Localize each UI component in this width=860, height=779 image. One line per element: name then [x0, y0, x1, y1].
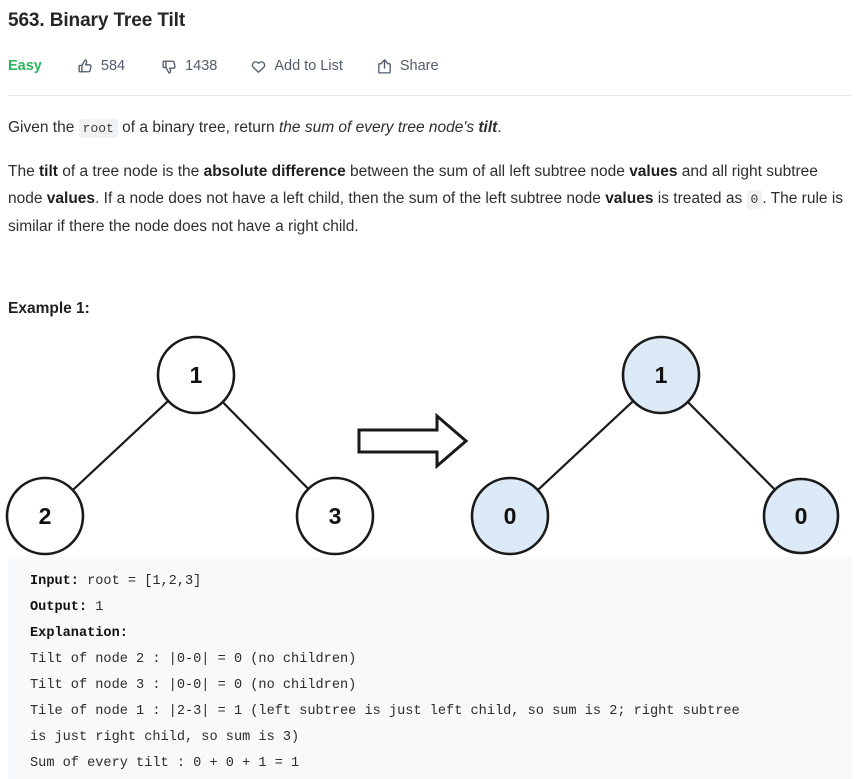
explanation-line: Tilt of node 3 : |0-0| = 0 (no children) [30, 678, 357, 693]
heart-icon [250, 58, 267, 75]
p2-s2: of a tree node is the [57, 163, 204, 180]
tilt-node-right-label: 0 [795, 503, 808, 529]
p2-s1: The [8, 163, 40, 180]
p1-lead: Given the [8, 119, 79, 136]
like-button[interactable]: 584 [77, 54, 125, 78]
output-label: Output: [30, 600, 88, 615]
root-code-chip: root [78, 119, 118, 138]
example-heading: Example 1: [8, 300, 90, 317]
add-to-list-button[interactable]: Add to List [250, 54, 343, 78]
input-node-right-label: 3 [329, 503, 342, 529]
input-node-root [156, 335, 236, 415]
code-line-output: Output: 1 [30, 595, 852, 621]
tilt-node-root [621, 335, 701, 415]
output-value: 1 [87, 600, 104, 615]
page-title: 563. Binary Tree Tilt [8, 10, 186, 31]
example-tree-figure: 1 2 3 1 0 0 [0, 328, 860, 560]
tilt-node-left-label: 0 [504, 503, 517, 529]
input-node-left [5, 476, 85, 556]
dislike-button[interactable]: 1438 [161, 54, 217, 78]
p2-b5: values [605, 190, 654, 207]
thumbs-up-icon [77, 58, 94, 75]
input-tree: 1 2 3 [5, 335, 375, 556]
p2-s5: . If a node does not have a left child, … [95, 190, 606, 207]
dislike-count: 1438 [185, 57, 218, 74]
p2-b2: absolute difference [203, 163, 346, 180]
input-node-right [295, 476, 375, 556]
thumbs-down-icon [161, 58, 178, 75]
explanation-line: Tile of node 1 : |2-3| = 1 (left subtree… [30, 704, 740, 719]
p2-s4: and all right subtree node [8, 163, 818, 207]
input-node-root-label: 1 [190, 362, 203, 388]
p1-tail: . [497, 119, 502, 136]
difficulty-badge: Easy [8, 58, 42, 74]
explanation-label: Explanation: [30, 626, 128, 641]
code-line-input: Input: root = [1,2,3] [30, 569, 852, 595]
input-value: root = [1,2,3] [78, 574, 202, 589]
input-label: Input: [30, 574, 79, 589]
share-label: Share [399, 57, 439, 74]
p1-bold-italic: tilt [478, 119, 498, 136]
p2-b4: values [46, 190, 96, 207]
p2-s7: . The rule is similar if there the node … [8, 190, 844, 235]
tilt-node-right [762, 477, 840, 555]
p2-b3: values [629, 163, 678, 180]
p1-italic: the sum of every tree node's [278, 119, 479, 136]
code-line-explanation: Explanation: [30, 621, 852, 647]
input-node-left-label: 2 [39, 503, 52, 529]
p1-mid: of a binary tree, return [117, 119, 279, 136]
explanation-line: is just right child, so sum is 3) [30, 730, 300, 745]
share-icon [376, 58, 393, 75]
tilt-node-root-label: 1 [655, 362, 668, 388]
like-count: 584 [100, 57, 126, 74]
example-code-block: Input: root = [1,2,3] Output: 1 Explanat… [8, 557, 852, 779]
description-paragraph-2: The tilt of a tree node is the absolute … [8, 158, 852, 240]
p2-b1: tilt [39, 163, 58, 180]
right-arrow-icon [357, 412, 469, 470]
header-divider [8, 95, 852, 96]
tilt-tree: 1 0 0 [470, 335, 840, 556]
tilt-node-left [470, 476, 550, 556]
zero-code-chip: 0 [746, 190, 763, 209]
action-bar: Easy 584 1438 Add to List [8, 54, 439, 78]
explanation-line: Tilt of node 2 : |0-0| = 0 (no children) [30, 652, 357, 667]
add-to-list-label: Add to List [274, 57, 343, 74]
share-button[interactable]: Share [376, 54, 439, 78]
p2-s6: is treated as [653, 190, 747, 207]
explanation-line: Sum of every tilt : 0 + 0 + 1 = 1 [30, 756, 300, 771]
description-paragraph-1: Given the root of a binary tree, return … [8, 114, 852, 142]
p2-s3: between the sum of all left subtree node [345, 163, 630, 180]
